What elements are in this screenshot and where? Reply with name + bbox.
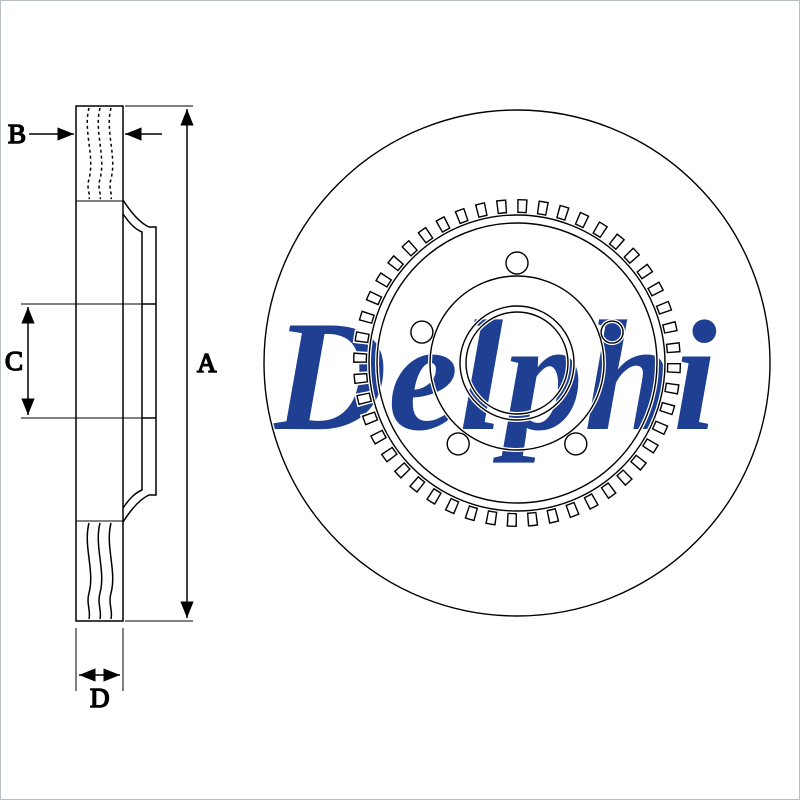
hat-profile-inner — [122, 213, 143, 509]
disc-band-outline — [75, 105, 124, 622]
dimension-d-label: D — [90, 683, 110, 713]
vent-vane-hidden-line — [97, 107, 103, 200]
hat-profile-outer — [122, 199, 157, 523]
vent-vane-line — [108, 522, 114, 620]
cross-section-view — [75, 105, 157, 622]
abs-tooth-ring — [353, 199, 681, 527]
dimension-c-label: C — [5, 346, 23, 376]
vent-vane-hidden-line — [86, 107, 92, 200]
vent-vane-line — [86, 522, 92, 620]
dimension-a-label: A — [197, 348, 217, 378]
dimension-b-label: B — [8, 119, 26, 149]
vent-vane-line — [97, 522, 103, 620]
dimensions: A B C D — [4, 105, 218, 714]
vent-vane-hidden-line — [108, 107, 114, 200]
